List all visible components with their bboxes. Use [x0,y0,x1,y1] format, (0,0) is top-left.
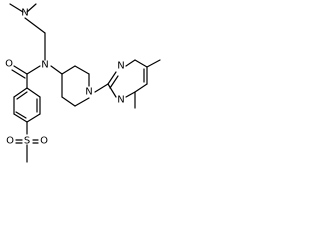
bonds [9,3,161,163]
atom-n-pyrimidine-top: N [117,61,124,72]
atom-o-amide: O [5,59,13,70]
atom-o-sulfonyl-left: O [6,136,14,147]
atom-n-pyrimidine-bottom: N [117,95,124,106]
atom-n-amide: N [41,60,48,71]
atom-n-dimethyl: N [21,8,28,19]
atom-o-sulfonyl-right: O [40,136,48,147]
atom-n-piperidine: N [85,87,92,98]
atom-labels: N O N N N N S O O [5,8,125,147]
atom-s-sulfonyl: S [24,136,30,147]
molecule-structure: N O N N N N S O O [5,3,161,163]
